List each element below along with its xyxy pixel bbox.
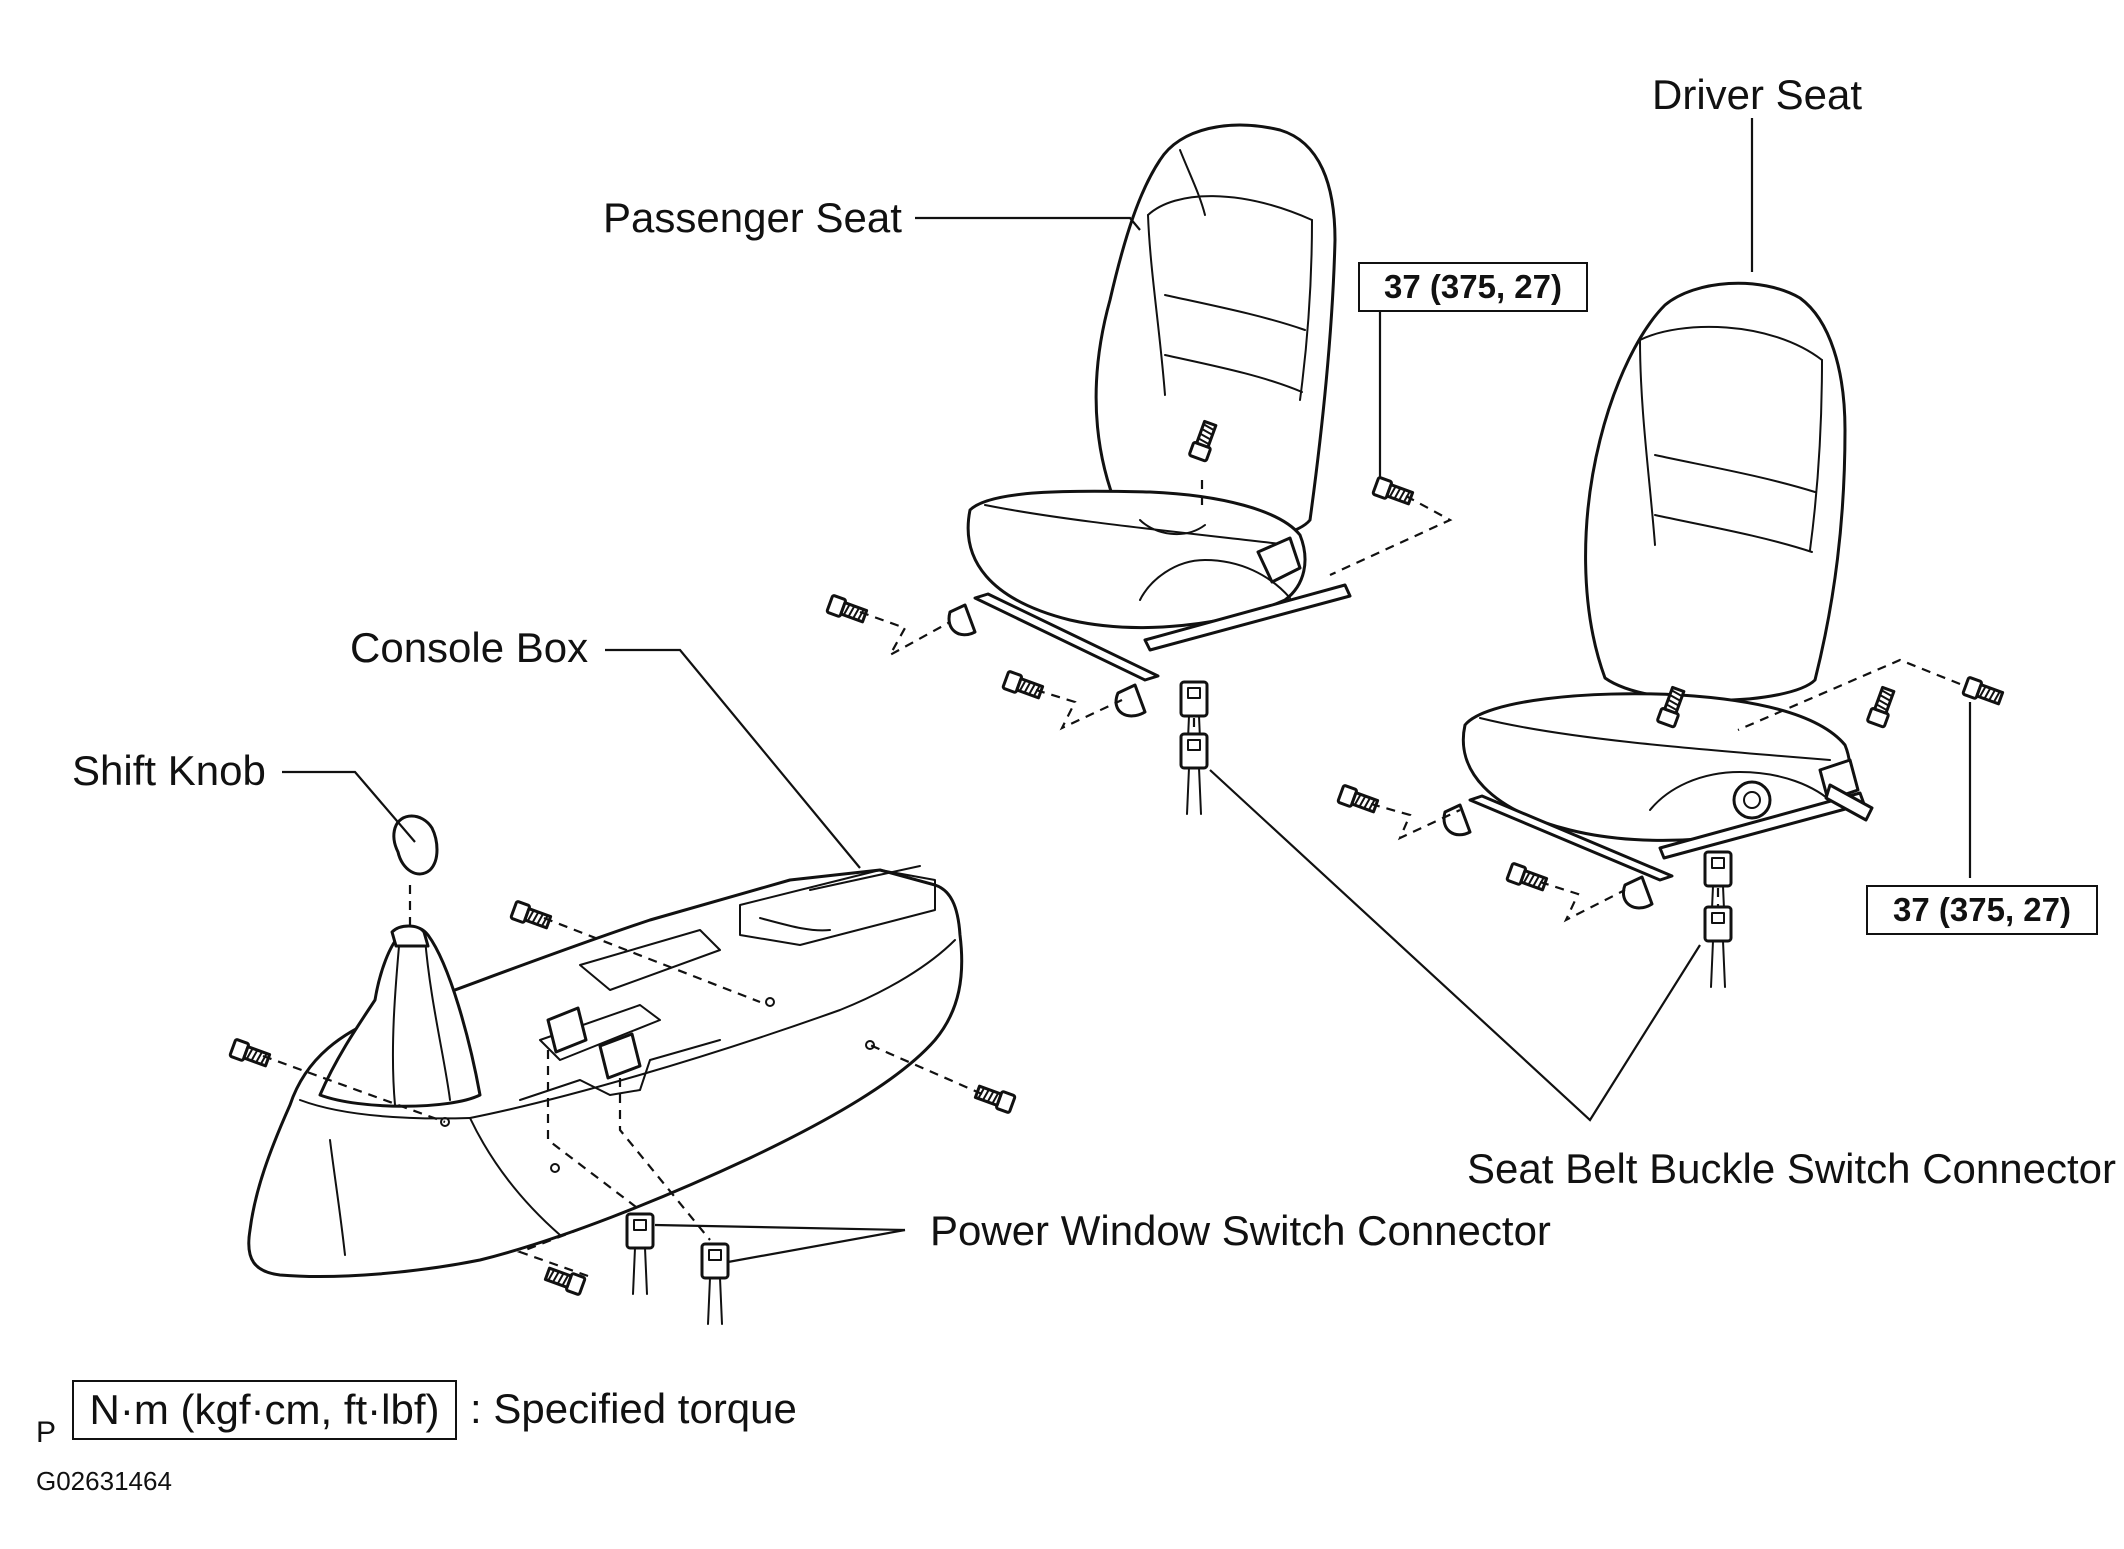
legend-unit-box: N·m (kgf·cm, ft·lbf) [72,1380,457,1440]
label-console-box: Console Box [350,624,589,671]
label-shift-knob: Shift Knob [72,747,266,794]
torque-box-driver: 37 (375, 27) [1866,885,2098,935]
label-driver-seat: Driver Seat [1652,71,1863,118]
passenger-seat-icon [947,123,1352,718]
console-box-icon [247,865,964,1279]
leader-lines [282,118,1972,1264]
legend-description: : Specified torque [470,1385,797,1432]
label-power-window-switch-connector: Power Window Switch Connector [930,1207,1551,1254]
assembly-lines [262,480,1961,1278]
legend-prefix: P [36,1416,57,1449]
driver-seat-icon [1442,281,1899,910]
torque-box-passenger: 37 (375, 27) [1358,262,1588,312]
label-seat-belt-buckle-switch-connector: Seat Belt Buckle Switch Connector [1467,1145,2116,1192]
figure-code: G02631464 [36,1466,172,1496]
label-passenger-seat: Passenger Seat [603,194,902,241]
